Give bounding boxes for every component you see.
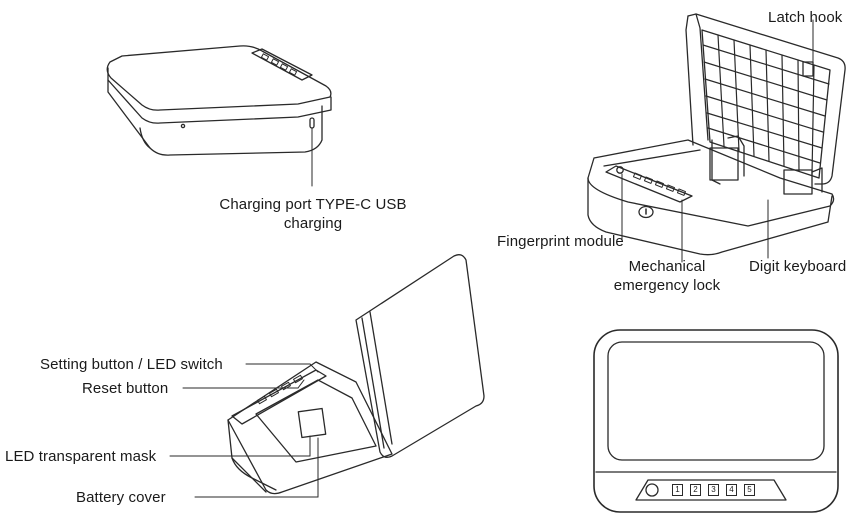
battery-cover-label: Battery cover: [76, 489, 166, 506]
mechanical-lock-label-line1: Mechanical: [628, 258, 706, 275]
setting-button-label: Setting button / LED switch: [40, 356, 223, 373]
top-view-keypad: 1 2 3 4 5: [672, 484, 762, 496]
latch-hook-label: Latch hook: [768, 9, 843, 26]
led-mask-label: LED transparent mask: [5, 448, 157, 465]
top-view: [593, 329, 839, 513]
keypad-key: 2: [690, 484, 701, 496]
open-side-view: [169, 254, 485, 498]
mechanical-lock-label-line2: emergency lock: [613, 277, 721, 294]
charging-port-label-line2: charging: [283, 215, 343, 232]
keypad-key: 5: [744, 484, 755, 496]
charging-port-label: Charging port TYPE-C USB charging: [208, 195, 418, 233]
keypad-key: 3: [708, 484, 719, 496]
digit-keyboard-label: Digit keyboard: [749, 258, 847, 275]
closed-box-view: [106, 45, 332, 187]
reset-button-label: Reset button: [82, 380, 169, 397]
mechanical-lock-label: Mechanical emergency lock: [604, 257, 730, 295]
open-box-view: [587, 13, 846, 263]
keypad-key: 4: [726, 484, 737, 496]
keypad-key: 1: [672, 484, 683, 496]
charging-port-label-line1: Charging port TYPE-C USB: [219, 196, 407, 213]
fingerprint-module-label: Fingerprint module: [497, 233, 624, 250]
